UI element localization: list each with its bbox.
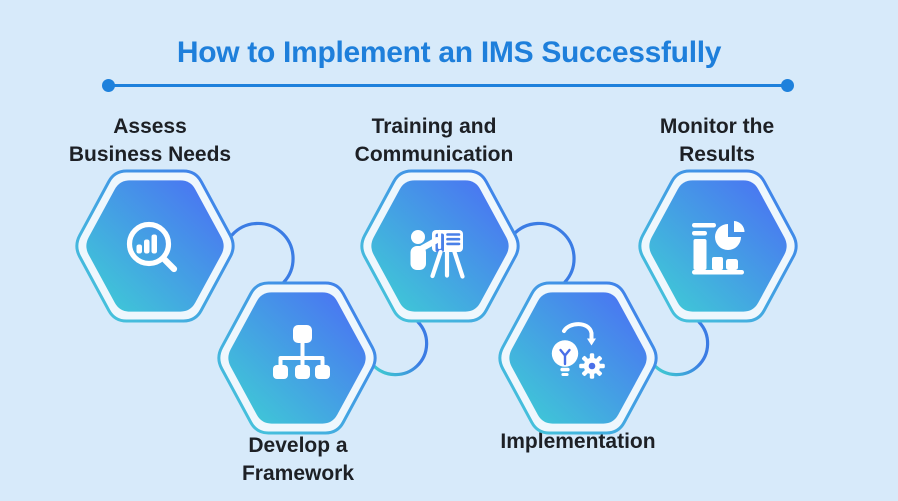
step-hexagon	[498, 281, 658, 435]
step-label-line: Framework	[241, 461, 355, 485]
connector-4	[652, 320, 710, 377]
step-label-line: Training and	[371, 115, 497, 138]
step-label-line: Communication	[354, 142, 514, 166]
divider-dot-right	[780, 78, 794, 92]
connector-3	[511, 221, 576, 284]
step-label-line: Develop a	[248, 434, 348, 457]
step-hexagon	[217, 281, 377, 435]
step-label: Develop a Framework	[242, 432, 354, 487]
step-label: Training and Communication	[355, 113, 514, 168]
step-label-line: Assess	[113, 115, 187, 138]
page-title: How to Implement an IMS Successfully	[176, 36, 722, 69]
step-label-line: Implementation	[500, 430, 656, 453]
connector-2	[371, 320, 429, 377]
step-hexagon	[75, 169, 235, 323]
chart-pie-icon	[692, 221, 745, 275]
magnifier-bar-chart-icon	[126, 221, 178, 273]
step-label-line: Business Needs	[68, 142, 232, 166]
connector-1	[230, 221, 295, 284]
lightbulb-gear-icon	[551, 322, 605, 379]
step-label: Implementation	[500, 428, 655, 456]
step-label-line: Monitor the	[659, 115, 775, 138]
step-hexagon	[360, 169, 520, 323]
step-label: Monitor the Results	[660, 113, 774, 168]
step-label-line: Results	[679, 142, 755, 166]
title-divider	[108, 83, 787, 87]
divider-dot-left	[101, 78, 115, 92]
presenter-easel-icon	[410, 229, 465, 279]
step-label: Assess Business Needs	[69, 113, 231, 168]
sitemap-icon	[273, 325, 330, 379]
step-hexagon	[638, 169, 798, 323]
